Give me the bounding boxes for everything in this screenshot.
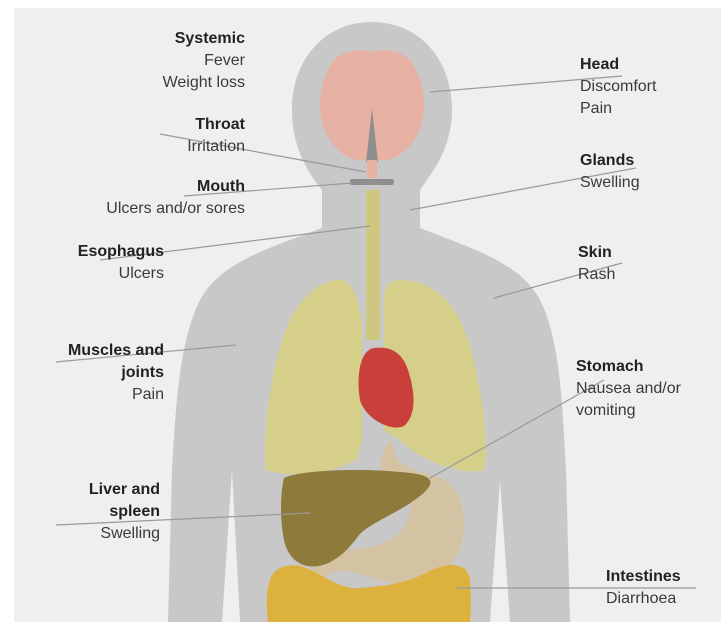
label-esophagus-desc-1: Ulcers (78, 263, 164, 285)
label-liver: Liver and spleen Swelling (89, 479, 160, 545)
label-glands-title: Glands (580, 150, 640, 172)
label-liver-title-2: spleen (89, 501, 160, 523)
label-systemic-desc-1: Fever (163, 50, 245, 72)
label-intestines: Intestines Diarrhoea (606, 566, 681, 610)
label-glands: Glands Swelling (580, 150, 640, 194)
mouth-bar (350, 179, 394, 185)
label-esophagus: Esophagus Ulcers (78, 241, 164, 285)
throat-neck (367, 160, 377, 178)
label-head-desc-1: Discomfort (580, 76, 656, 98)
label-stomach-desc-1: Nausea and/or (576, 378, 681, 400)
label-skin: Skin Rash (578, 242, 615, 286)
label-throat-desc-1: Irritation (187, 136, 245, 158)
label-intestines-title: Intestines (606, 566, 681, 588)
label-stomach: Stomach Nausea and/or vomiting (576, 356, 681, 422)
label-stomach-title: Stomach (576, 356, 681, 378)
label-skin-desc-1: Rash (578, 264, 615, 286)
label-head: Head Discomfort Pain (580, 54, 656, 120)
label-throat-title: Throat (187, 114, 245, 136)
label-muscles: Muscles and joints Pain (68, 340, 164, 406)
label-skin-title: Skin (578, 242, 615, 264)
esophagus (366, 190, 380, 340)
label-esophagus-title: Esophagus (78, 241, 164, 263)
label-muscles-title-2: joints (68, 362, 164, 384)
label-stomach-desc-2: vomiting (576, 400, 681, 422)
label-systemic-desc-2: Weight loss (163, 72, 245, 94)
label-muscles-title-1: Muscles and (68, 340, 164, 362)
label-liver-title-1: Liver and (89, 479, 160, 501)
label-head-desc-2: Pain (580, 98, 656, 120)
label-mouth-desc-1: Ulcers and/or sores (106, 198, 245, 220)
label-muscles-desc-1: Pain (68, 384, 164, 406)
label-intestines-desc-1: Diarrhoea (606, 588, 681, 610)
label-systemic: Systemic Fever Weight loss (163, 28, 245, 94)
label-throat: Throat Irritation (187, 114, 245, 158)
label-systemic-title: Systemic (163, 28, 245, 50)
label-mouth-title: Mouth (106, 176, 245, 198)
label-head-title: Head (580, 54, 656, 76)
label-mouth: Mouth Ulcers and/or sores (106, 176, 245, 220)
label-liver-desc-1: Swelling (89, 523, 160, 545)
label-glands-desc-1: Swelling (580, 172, 640, 194)
